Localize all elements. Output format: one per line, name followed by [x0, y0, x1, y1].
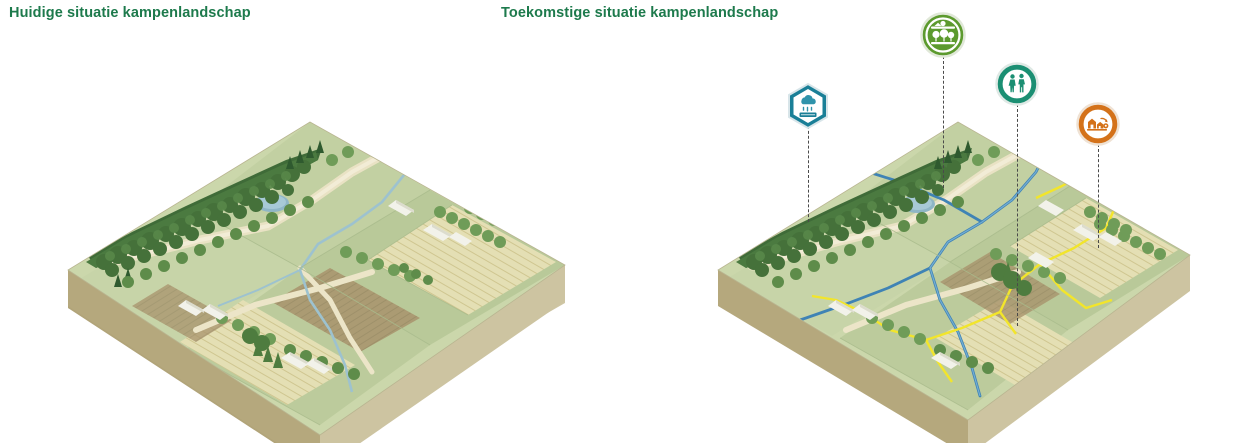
farm-buildings-badge[interactable]	[1076, 102, 1120, 146]
nature-landscape-badge[interactable]	[920, 12, 966, 58]
ploughed-field-r	[940, 252, 1060, 324]
terrain-surface-right	[718, 122, 1190, 420]
tree-row-r	[772, 196, 964, 288]
connector-nature	[943, 56, 944, 188]
block-outline-left	[67, 121, 566, 436]
tree-row	[122, 196, 314, 288]
sand-road-3	[297, 265, 375, 375]
crop-field	[368, 205, 556, 315]
terrain-surface-left	[68, 122, 565, 435]
recreation-people-badge[interactable]	[995, 62, 1039, 106]
rain-water-icon	[799, 95, 817, 117]
conifer-group-r	[934, 140, 972, 169]
landscape-trees-icon	[931, 20, 955, 45]
two-people-icon	[1008, 73, 1025, 93]
farm-buildings-r	[828, 200, 1122, 369]
stream	[298, 141, 422, 393]
farmyard-icon	[1087, 117, 1109, 131]
connector-water	[808, 126, 809, 222]
panel-title-future: Toekomstige situatie kampenlandschap	[501, 5, 779, 21]
block-body-right	[718, 255, 1190, 443]
connector-recreation	[1017, 104, 1018, 326]
panel-title-current: Huidige situatie kampenlandschap	[9, 5, 251, 21]
farm-buildings	[178, 200, 472, 374]
block-outline-right	[717, 121, 1191, 421]
water-infiltration-badge[interactable]	[786, 82, 830, 130]
crop-field-r	[1010, 198, 1178, 298]
block-body-left	[68, 265, 565, 443]
connector-farming	[1098, 144, 1099, 248]
